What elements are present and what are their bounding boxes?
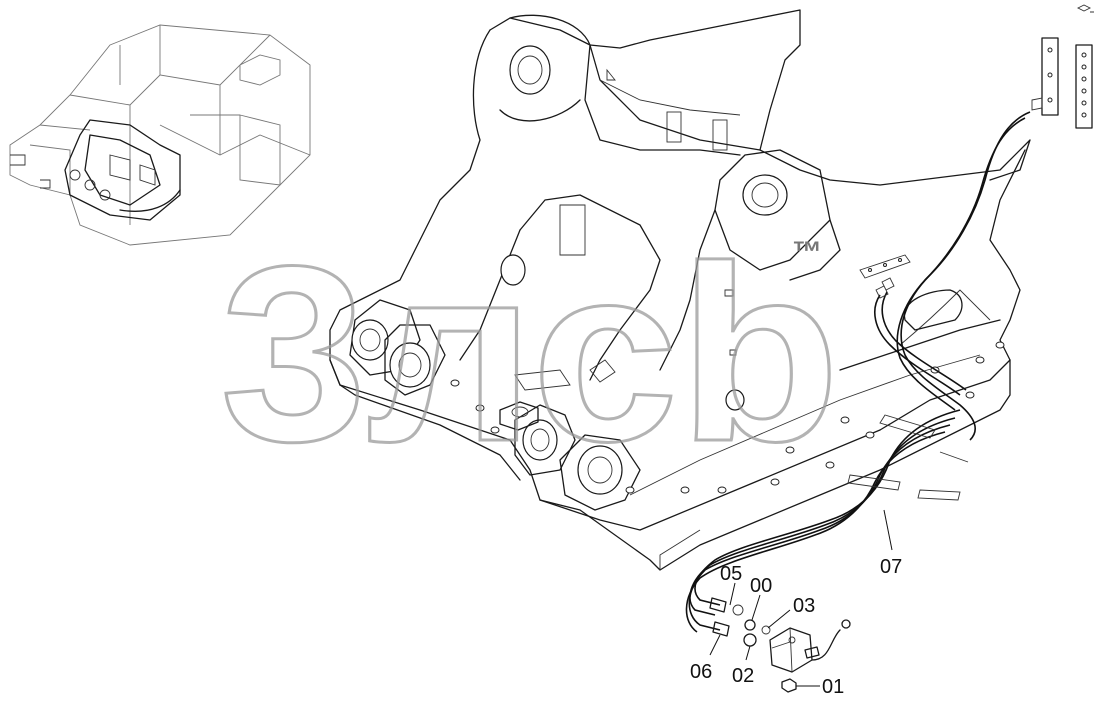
- callouts: 07 05 00 03 02 06 01: [690, 509, 902, 698]
- main-frame: [329, 9, 1031, 571]
- callout-03: 03: [793, 595, 815, 617]
- callout-02: 02: [732, 665, 754, 687]
- front-bosses: [349, 299, 641, 511]
- mounting-plates: [859, 4, 1094, 279]
- watermark: 3лсb ™: [219, 213, 842, 495]
- callout-06: 06: [690, 661, 712, 683]
- callout-00: 00: [750, 575, 772, 597]
- overview-thumbnail: [9, 24, 311, 246]
- callout-07: 07: [880, 556, 902, 578]
- hose-assembly: [685, 111, 1031, 693]
- watermark-logo: 3лсb: [220, 214, 840, 493]
- callout-05: 05: [720, 563, 742, 585]
- watermark-trademark: ™: [792, 236, 822, 269]
- callout-01: 01: [822, 676, 844, 698]
